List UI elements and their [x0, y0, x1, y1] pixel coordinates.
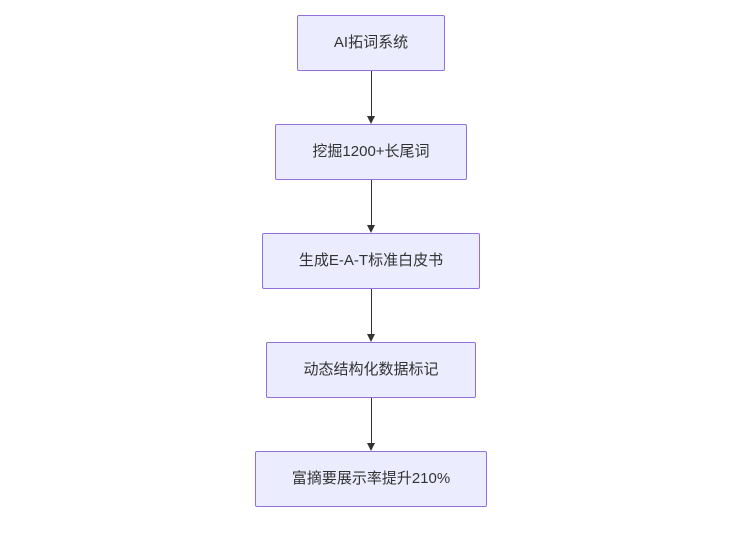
- node-longtail-keyword-mining: 挖掘1200+长尾词: [275, 124, 467, 180]
- node-label: 动态结构化数据标记: [303, 361, 439, 378]
- arrow-line: [370, 289, 372, 334]
- flow-arrow-2: [366, 180, 376, 233]
- arrow-line: [370, 180, 372, 225]
- node-rich-snippet-result: 富摘要展示率提升210%: [254, 451, 488, 507]
- flow-arrow-3: [366, 289, 376, 342]
- node-eat-whitepaper: 生成E-A-T标准白皮书: [261, 233, 481, 289]
- arrow-line: [370, 398, 372, 443]
- flow-arrow-4: [366, 398, 376, 451]
- flowchart-column: AI拓词系统 挖掘1200+长尾词 生成E-A-T标准白皮书 动态结构化数据标记: [13, 0, 729, 507]
- node-label: AI拓词系统: [333, 34, 409, 51]
- arrow-head-icon: [367, 116, 375, 124]
- arrow-head-icon: [367, 443, 375, 451]
- arrow-head-icon: [367, 334, 375, 342]
- node-dynamic-structured-data: 动态结构化数据标记: [266, 342, 476, 398]
- node-label: 生成E-A-T标准白皮书: [298, 252, 444, 269]
- node-label: 挖掘1200+长尾词: [312, 143, 430, 160]
- arrow-head-icon: [367, 225, 375, 233]
- arrow-line: [370, 71, 372, 116]
- node-ai-expansion-system: AI拓词系统: [296, 15, 446, 71]
- flow-arrow-1: [366, 71, 376, 124]
- node-label: 富摘要展示率提升210%: [291, 470, 451, 487]
